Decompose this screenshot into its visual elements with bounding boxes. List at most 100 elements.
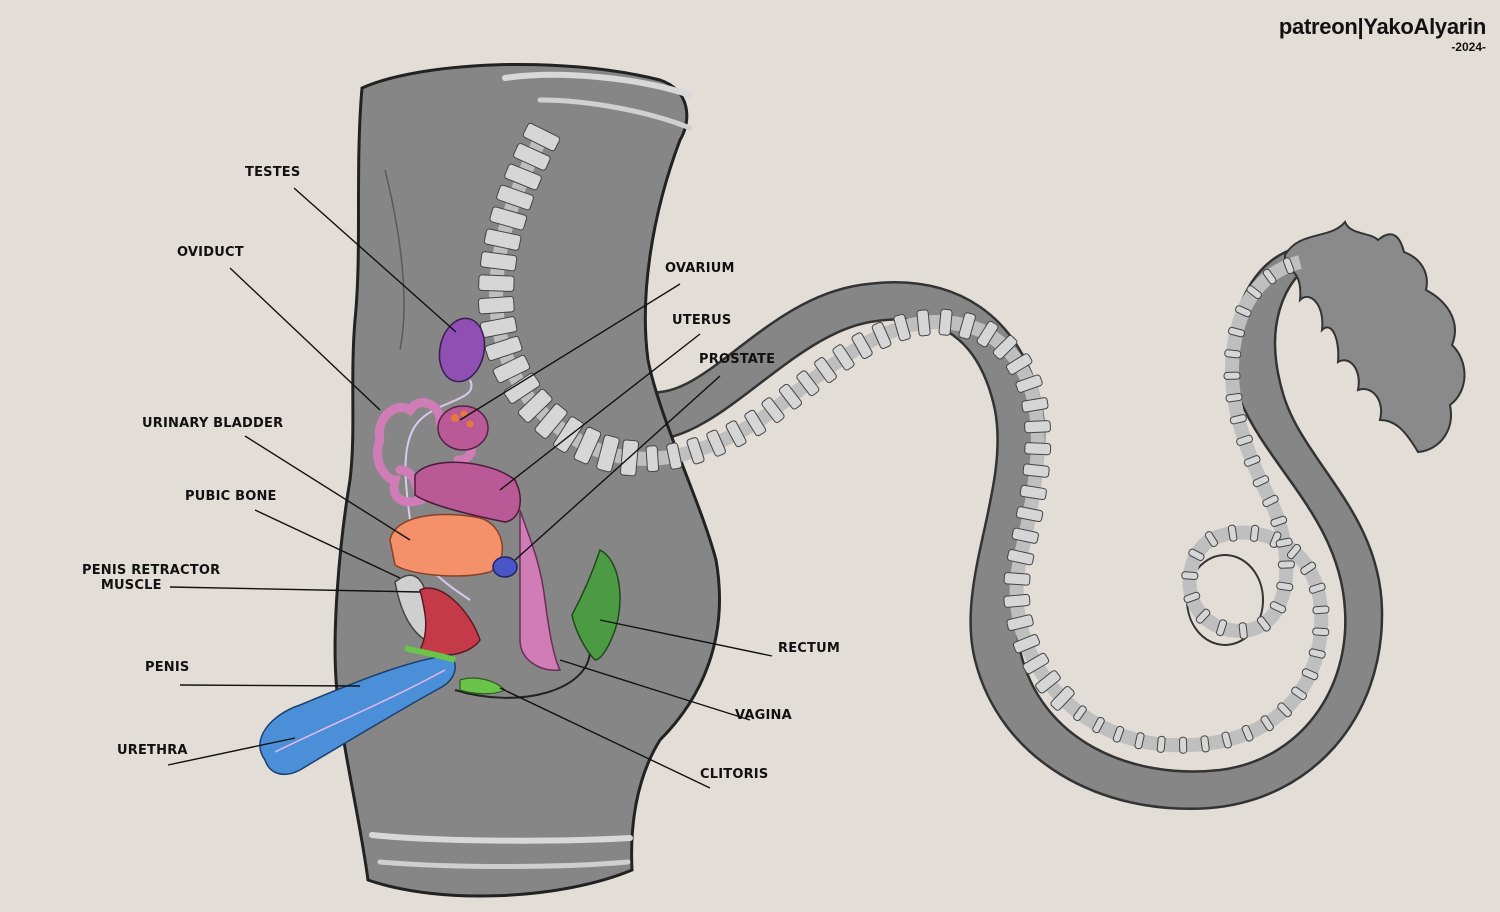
label-uterus: UTERUS bbox=[672, 313, 732, 328]
vertebra bbox=[1022, 463, 1050, 478]
vertebra bbox=[1092, 716, 1105, 734]
vertebra bbox=[1181, 571, 1199, 581]
tail-tuft bbox=[1284, 220, 1466, 454]
vertebra bbox=[1200, 735, 1210, 753]
vertebra bbox=[1238, 622, 1248, 640]
vertebra bbox=[483, 228, 522, 251]
vertebra bbox=[480, 251, 518, 272]
vertebra bbox=[916, 309, 931, 337]
vertebra bbox=[573, 426, 602, 465]
vertebra bbox=[1227, 524, 1238, 542]
vagina-organ bbox=[519, 509, 562, 671]
vertebra bbox=[1260, 715, 1274, 732]
vertebra bbox=[1012, 634, 1041, 654]
vertebra bbox=[1312, 627, 1330, 637]
label-prostate: PROSTATE bbox=[699, 352, 776, 367]
vertebra bbox=[1277, 560, 1295, 569]
vertebra bbox=[1011, 527, 1039, 544]
vertebra bbox=[492, 354, 531, 384]
label-penis-retractor-muscle: PENIS RETRACTOR MUSCLE bbox=[82, 563, 221, 593]
vertebra bbox=[686, 437, 705, 465]
vertebra bbox=[1256, 616, 1271, 632]
vertebra bbox=[503, 372, 541, 404]
vertebra bbox=[1195, 608, 1211, 624]
vertebra bbox=[1252, 475, 1270, 488]
vertebra bbox=[513, 143, 551, 171]
vertebra bbox=[522, 122, 561, 152]
vertebra bbox=[1216, 619, 1228, 637]
vertebra bbox=[534, 403, 568, 439]
vertebra bbox=[1112, 725, 1125, 743]
vertebra bbox=[1015, 374, 1043, 393]
vertebra bbox=[1300, 561, 1317, 575]
label-urinary-bladder: URINARY BLADDER bbox=[142, 416, 284, 431]
vertebra bbox=[744, 409, 767, 437]
vertebra bbox=[992, 334, 1018, 360]
vertebra bbox=[938, 308, 953, 336]
vertebra bbox=[484, 335, 523, 361]
vertebra bbox=[1073, 705, 1087, 722]
vertebra bbox=[1050, 685, 1075, 711]
vertebra bbox=[1021, 397, 1049, 413]
vertebra bbox=[1022, 652, 1050, 675]
label-testes: TESTES bbox=[245, 165, 301, 180]
vertebra bbox=[814, 357, 837, 383]
vertebra bbox=[1019, 484, 1047, 501]
vertebra bbox=[1188, 548, 1205, 562]
vertebra bbox=[1286, 543, 1302, 560]
vertebra bbox=[893, 313, 911, 342]
vertebra bbox=[725, 420, 747, 448]
vertebra bbox=[1024, 442, 1052, 456]
vertebra bbox=[871, 321, 892, 349]
spine bbox=[477, 122, 1330, 754]
vertebra bbox=[478, 274, 515, 292]
vertebra bbox=[1221, 731, 1232, 749]
vertebra bbox=[1291, 686, 1307, 701]
prostate-organ bbox=[492, 556, 518, 578]
vertebra bbox=[1006, 549, 1035, 566]
label-vagina: VAGINA bbox=[735, 708, 792, 723]
vertebra bbox=[1243, 455, 1261, 467]
vertebra bbox=[1308, 582, 1326, 594]
vertebra bbox=[1277, 702, 1292, 718]
vertebra bbox=[1005, 353, 1033, 375]
vertebra bbox=[666, 442, 683, 470]
rectum-organ bbox=[571, 548, 621, 661]
vertebra bbox=[1035, 670, 1061, 694]
vertebra bbox=[1249, 524, 1260, 542]
vertebra bbox=[645, 445, 660, 473]
organs bbox=[259, 317, 621, 776]
vertebra bbox=[1183, 591, 1201, 604]
vertebra bbox=[761, 397, 785, 423]
vertebra bbox=[778, 383, 803, 410]
vertebra bbox=[1312, 605, 1330, 615]
vertebra bbox=[1235, 305, 1252, 318]
vertebra bbox=[1301, 668, 1319, 681]
vertebra bbox=[706, 429, 726, 457]
vertebra bbox=[1179, 736, 1188, 754]
vertebra bbox=[1204, 531, 1219, 548]
vertebra bbox=[1262, 268, 1277, 285]
vertebra bbox=[517, 388, 553, 423]
vertebra bbox=[1134, 732, 1145, 750]
vertebra bbox=[553, 416, 584, 453]
leader-lines bbox=[167, 187, 773, 789]
vertebra bbox=[958, 312, 976, 340]
vertebra bbox=[1262, 494, 1279, 508]
vertebra bbox=[1308, 648, 1326, 659]
urinary-bladder-organ bbox=[389, 513, 504, 577]
uterus-organ bbox=[414, 461, 521, 523]
ovarium-organ bbox=[437, 405, 489, 451]
vertebra bbox=[1276, 581, 1294, 592]
penis-retractor-muscle-organ bbox=[418, 587, 481, 656]
label-clitoris: CLITORIS bbox=[700, 767, 769, 782]
vertebra bbox=[851, 332, 873, 359]
vertebra bbox=[596, 434, 620, 473]
label-oviduct: OVIDUCT bbox=[177, 245, 244, 260]
vertebra bbox=[1228, 326, 1245, 338]
vertebra bbox=[1229, 414, 1247, 425]
vertebra bbox=[1270, 515, 1288, 527]
label-urethra: URETHRA bbox=[117, 743, 188, 758]
vertebra bbox=[1269, 601, 1287, 614]
label-ovarium: OVARIUM bbox=[665, 261, 735, 276]
